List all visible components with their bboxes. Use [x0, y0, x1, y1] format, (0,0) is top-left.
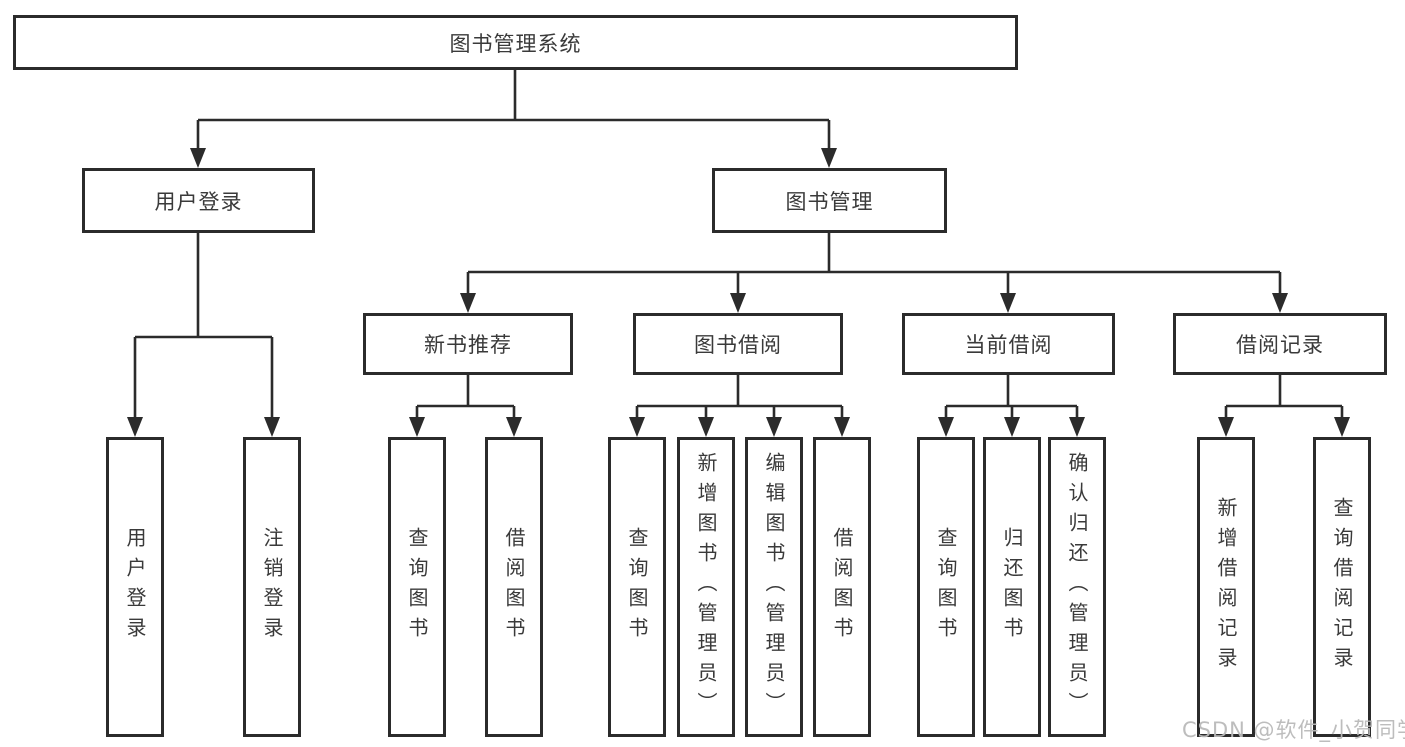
node-borrowing-records: 借阅记录 — [1173, 313, 1387, 375]
leaf-records-add-borrow-record: 新增借阅记录 — [1197, 437, 1255, 737]
node-current-borrowing: 当前借阅 — [902, 313, 1115, 375]
node-book-borrowing: 图书借阅 — [633, 313, 843, 375]
leaf-current-return-books: 归还图书 — [983, 437, 1041, 737]
node-book-management: 图书管理 — [712, 168, 947, 233]
leaf-records-query-borrow-record: 查询借阅记录 — [1313, 437, 1371, 737]
leaf-borrowing-add-books-admin: 新增图书（管理员） — [677, 437, 735, 737]
node-new-book-recommend: 新书推荐 — [363, 313, 573, 375]
leaf-borrowing-query-books: 查询图书 — [608, 437, 666, 737]
leaf-logout: 注销登录 — [243, 437, 301, 737]
node-library-management-system: 图书管理系统 — [13, 15, 1018, 70]
leaf-recommend-borrow-books: 借阅图书 — [485, 437, 543, 737]
node-user-login: 用户登录 — [82, 168, 315, 233]
leaf-recommend-query-books: 查询图书 — [388, 437, 446, 737]
leaf-user-login: 用户登录 — [106, 437, 164, 737]
csdn-watermark: CSDN @软件_小贺同学 — [1182, 718, 1405, 742]
leaf-borrowing-edit-books-admin: 编辑图书（管理员） — [745, 437, 803, 737]
leaf-borrowing-borrow-books: 借阅图书 — [813, 437, 871, 737]
leaf-current-confirm-return-admin: 确认归还（管理员） — [1048, 437, 1106, 737]
leaf-current-query-books: 查询图书 — [917, 437, 975, 737]
